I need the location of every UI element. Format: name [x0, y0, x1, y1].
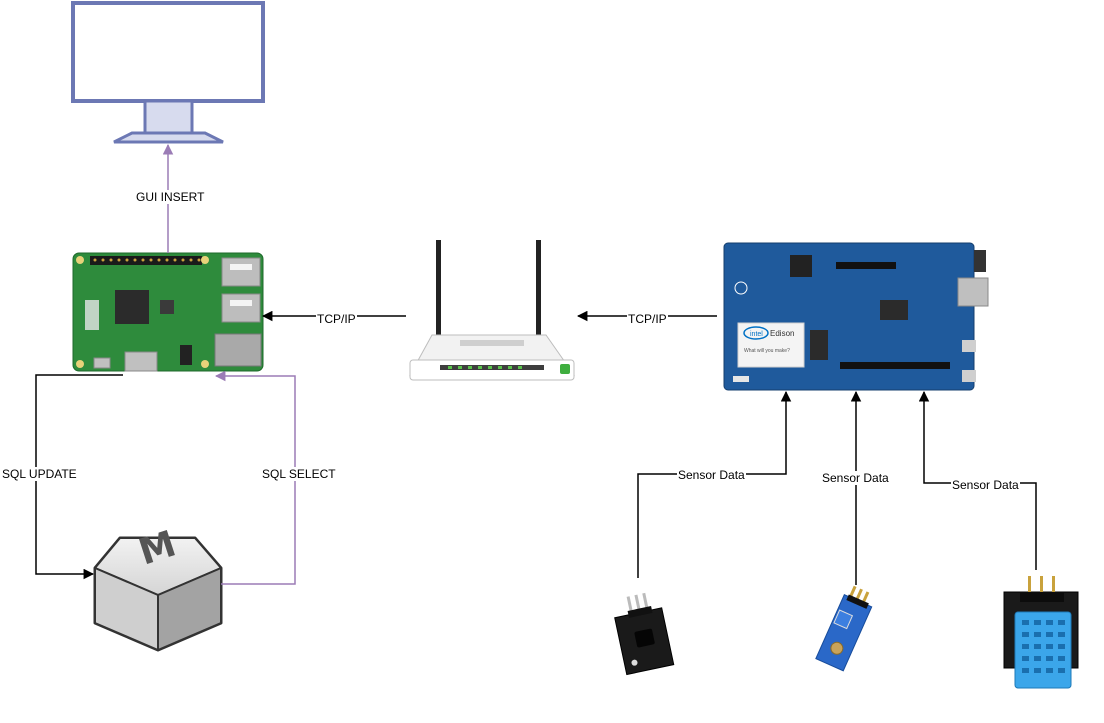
sensor-1-connector — [637, 390, 792, 578]
edison-brand-text: intel — [750, 331, 763, 338]
intel-edison-board-icon: intel Edison What will you make? — [723, 242, 989, 391]
sensor-data-2-label: Sensor Data — [821, 471, 890, 485]
gui-insert-label: GUI INSERT — [135, 190, 206, 204]
edison-name-text: Edison — [770, 329, 794, 338]
wifi-router-icon — [409, 240, 575, 381]
tcp-ip-right-label: TCP/IP — [627, 312, 668, 326]
sensor-data-1-label: Sensor Data — [677, 468, 746, 482]
sensor-data-3-label: Sensor Data — [951, 478, 1020, 492]
edison-tagline-text: What will you make? — [744, 348, 790, 354]
ir-sensor-module-icon — [614, 592, 675, 676]
sql-select-label: SQL SELECT — [261, 467, 337, 481]
light-sensor-module-icon — [815, 585, 873, 672]
dht-temperature-humidity-sensor-icon — [1003, 576, 1079, 689]
database-server-icon: M — [93, 524, 223, 652]
tcp-ip-left-label: TCP/IP — [316, 312, 357, 326]
sql-update-label: SQL UPDATE — [1, 467, 78, 481]
monitor-icon — [71, 1, 265, 144]
raspberry-pi-board-icon — [72, 252, 264, 372]
